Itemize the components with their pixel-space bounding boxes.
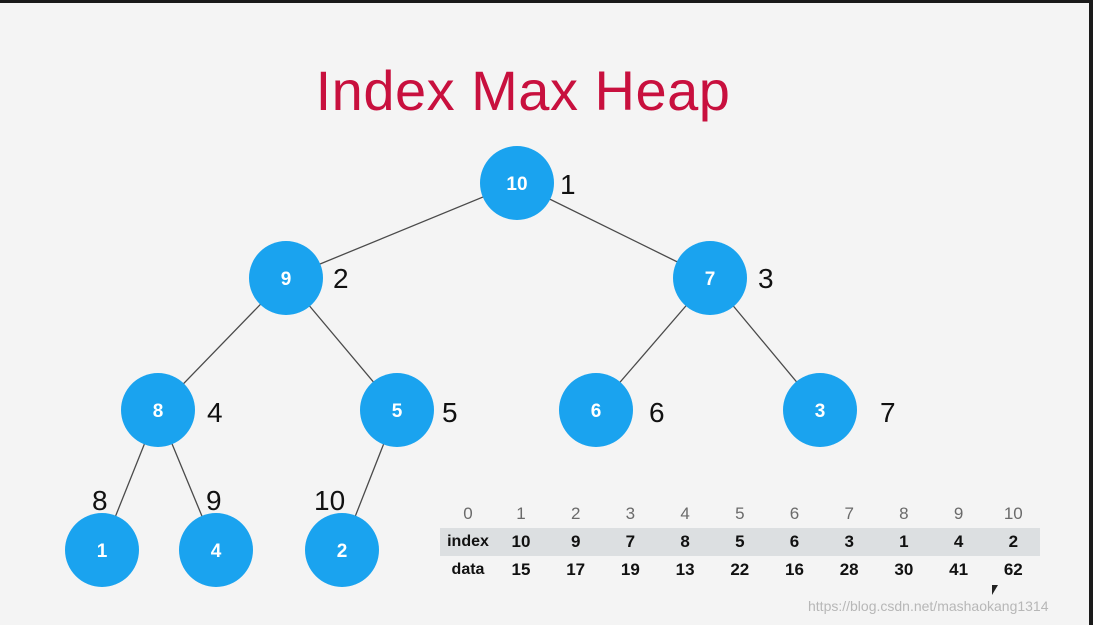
top-border xyxy=(0,0,1093,3)
index-row-label: index xyxy=(447,533,489,550)
table-header-cell: 0 xyxy=(463,504,473,523)
heap-array-table: 0 1 2 3 4 5 6 7 8 9 10 index 10 9 7 8 5 6 3 1 4 2 data 15 17… xyxy=(440,500,1040,584)
heap-position-label: 9 xyxy=(206,485,222,516)
table-header-cell: 8 xyxy=(899,504,909,523)
heap-node xyxy=(559,373,633,447)
data-cell: 16 xyxy=(785,560,804,579)
heap-position-label: 6 xyxy=(649,397,665,428)
right-border xyxy=(1089,0,1093,625)
heap-position-label: 2 xyxy=(333,263,349,294)
tree-edge xyxy=(285,182,518,279)
table-header-cell: 7 xyxy=(844,504,854,523)
heap-node xyxy=(65,513,139,587)
table-header-cell: 6 xyxy=(789,504,800,523)
watermark: https://blog.csdn.net/mashaokang1314 xyxy=(808,598,1049,614)
data-cell: 22 xyxy=(730,560,750,579)
table-header-cell: 1 xyxy=(516,504,526,523)
index-cell: 8 xyxy=(680,532,690,551)
heap-position-label: 7 xyxy=(880,397,896,428)
heap-node xyxy=(249,241,323,315)
heap-node xyxy=(360,373,434,447)
heap-node-value: 6 xyxy=(591,401,602,422)
position-labels: 1 2 3 4 5 6 7 8 9 10 xyxy=(92,169,896,516)
diagram-title: Index Max Heap xyxy=(315,59,731,122)
heap-position-label: 4 xyxy=(207,397,223,428)
table-header-cell: 5 xyxy=(735,504,745,523)
table-header-cell: 4 xyxy=(680,504,690,523)
heap-node-value: 10 xyxy=(506,174,527,195)
heap-node-value: 8 xyxy=(153,401,164,422)
data-cell: 13 xyxy=(675,560,695,579)
index-cell: 7 xyxy=(625,532,636,551)
heap-node-value: 3 xyxy=(815,401,826,422)
table-header-cell: 2 xyxy=(570,504,581,523)
index-cell: 9 xyxy=(570,532,581,551)
data-cell: 17 xyxy=(566,560,586,579)
heap-position-label: 10 xyxy=(314,485,345,516)
heap-node xyxy=(179,513,253,587)
heap-node xyxy=(121,373,195,447)
heap-node-value: 1 xyxy=(97,541,108,562)
heap-position-label: 5 xyxy=(442,397,458,428)
table-index-row: index 10 9 7 8 5 6 3 1 4 2 xyxy=(440,528,1040,556)
data-row-label: data xyxy=(451,561,485,578)
data-cell: 19 xyxy=(620,560,640,579)
data-cell: 41 xyxy=(949,560,969,579)
table-data-row: data 15 17 19 13 22 16 28 30 41 62 xyxy=(440,556,1040,584)
heap-node-value: 2 xyxy=(337,541,348,562)
heap-node xyxy=(480,146,554,220)
heap-node xyxy=(305,513,379,587)
heap-node-value: 7 xyxy=(705,269,716,290)
heap-node xyxy=(783,373,857,447)
data-cell: 62 xyxy=(1003,560,1023,579)
heap-node xyxy=(673,241,747,315)
index-cell: 3 xyxy=(844,532,854,551)
heap-position-label: 8 xyxy=(92,485,108,516)
heap-node-value: 9 xyxy=(281,269,292,290)
table-header-cell: 3 xyxy=(625,504,636,523)
table-header-cell: 10 xyxy=(1003,504,1023,523)
index-cell: 6 xyxy=(789,532,800,551)
heap-node-value: 4 xyxy=(211,541,222,562)
heap-node-value: 5 xyxy=(392,401,403,422)
table-header-row: 0 1 2 3 4 5 6 7 8 9 10 xyxy=(440,500,1040,528)
index-cell: 10 xyxy=(511,532,531,551)
data-cell: 30 xyxy=(894,560,914,579)
index-cell: 2 xyxy=(1008,532,1019,551)
index-cell: 5 xyxy=(735,532,745,551)
data-cell: 15 xyxy=(511,560,531,579)
data-cell: 28 xyxy=(839,560,859,579)
index-cell: 1 xyxy=(899,532,909,551)
heap-position-label: 1 xyxy=(560,169,576,200)
heap-position-label: 3 xyxy=(758,263,774,294)
table-header-cell: 9 xyxy=(953,504,964,523)
mouse-cursor-icon xyxy=(992,585,998,595)
index-cell: 4 xyxy=(953,532,964,551)
